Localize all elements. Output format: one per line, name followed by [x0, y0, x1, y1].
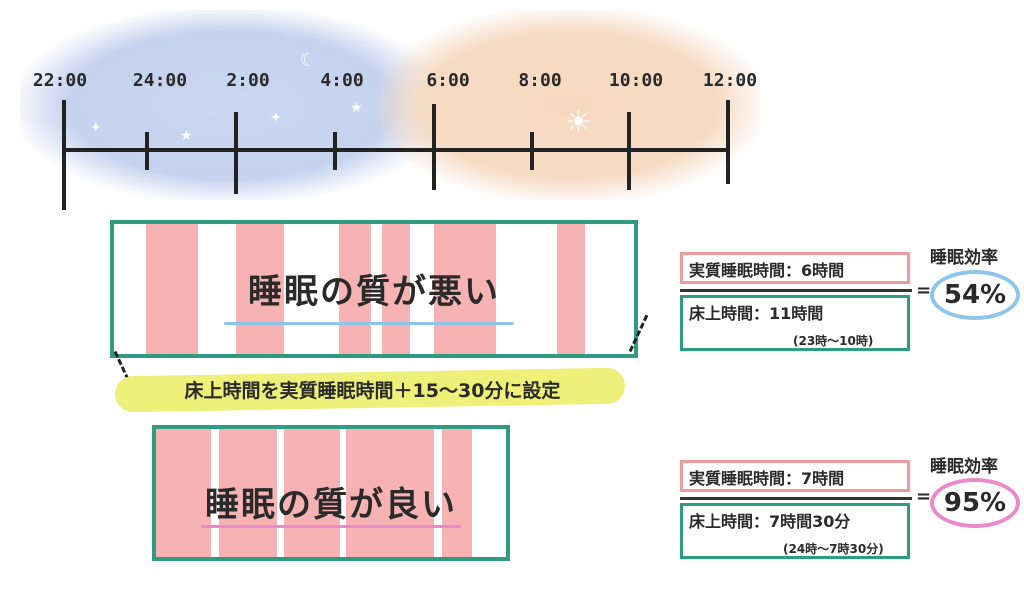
- bed-time-card: 床上時間：7時間30分 (24時～7時30分): [680, 503, 910, 559]
- efficiency-oval: 54%: [930, 270, 1020, 320]
- bad-sleep-box: 睡眠の質が悪い: [110, 220, 638, 358]
- good-sleep-box: 睡眠の質が良い: [152, 425, 510, 561]
- fraction-line: [680, 289, 912, 292]
- efficiency-label: 睡眠効率: [930, 243, 998, 268]
- moon-icon: ☾: [300, 50, 316, 71]
- title-underline: [201, 525, 461, 528]
- advice-text: 床上時間を実質睡眠時間＋15～30分に設定: [125, 376, 620, 403]
- good-sleep-title: 睡眠の質が良い: [156, 477, 506, 526]
- real-sleep-card: 実質睡眠時間：6時間: [680, 252, 910, 284]
- bed-time-range: (24時～7時30分): [783, 540, 884, 557]
- bed-time-text: 床上時間：7時間30分: [689, 512, 850, 531]
- major-tick: [234, 112, 238, 194]
- equals-sign: =: [916, 280, 931, 301]
- minor-tick: [333, 132, 337, 170]
- major-tick: [627, 112, 631, 190]
- star-icon: ★: [180, 128, 193, 144]
- star-icon: ★: [350, 100, 363, 116]
- sun-icon: ☀: [565, 105, 592, 140]
- efficiency-label: 睡眠効率: [930, 452, 998, 477]
- fraction-line: [680, 497, 912, 500]
- efficiency-value: 95%: [944, 488, 1006, 518]
- star-icon: ✦: [270, 110, 282, 126]
- time-label: 10:00: [609, 70, 663, 91]
- major-tick: [62, 100, 66, 210]
- time-label: 2:00: [226, 70, 269, 91]
- night-sky-background: [20, 10, 440, 200]
- time-label: 4:00: [320, 70, 363, 91]
- bed-time-range: (23時～10時): [793, 332, 873, 349]
- time-label: 12:00: [703, 70, 757, 91]
- major-tick: [726, 100, 730, 184]
- time-label: 8:00: [518, 70, 561, 91]
- major-tick: [432, 104, 436, 190]
- equals-sign: =: [916, 486, 931, 507]
- title-underline: [224, 322, 514, 325]
- time-label: 24:00: [133, 70, 187, 91]
- real-sleep-card: 実質睡眠時間：7時間: [680, 460, 910, 492]
- time-label: 22:00: [33, 70, 87, 91]
- star-icon: ✦: [90, 120, 102, 136]
- bed-time-card: 床上時間：11時間 (23時～10時): [680, 295, 910, 351]
- efficiency-value: 54%: [944, 280, 1006, 310]
- time-label: 6:00: [426, 70, 469, 91]
- minor-tick: [530, 132, 534, 170]
- minor-tick: [145, 132, 149, 170]
- bad-sleep-title: 睡眠の質が悪い: [114, 264, 634, 313]
- efficiency-oval: 95%: [930, 478, 1020, 528]
- bed-time-text: 床上時間：11時間: [689, 304, 823, 323]
